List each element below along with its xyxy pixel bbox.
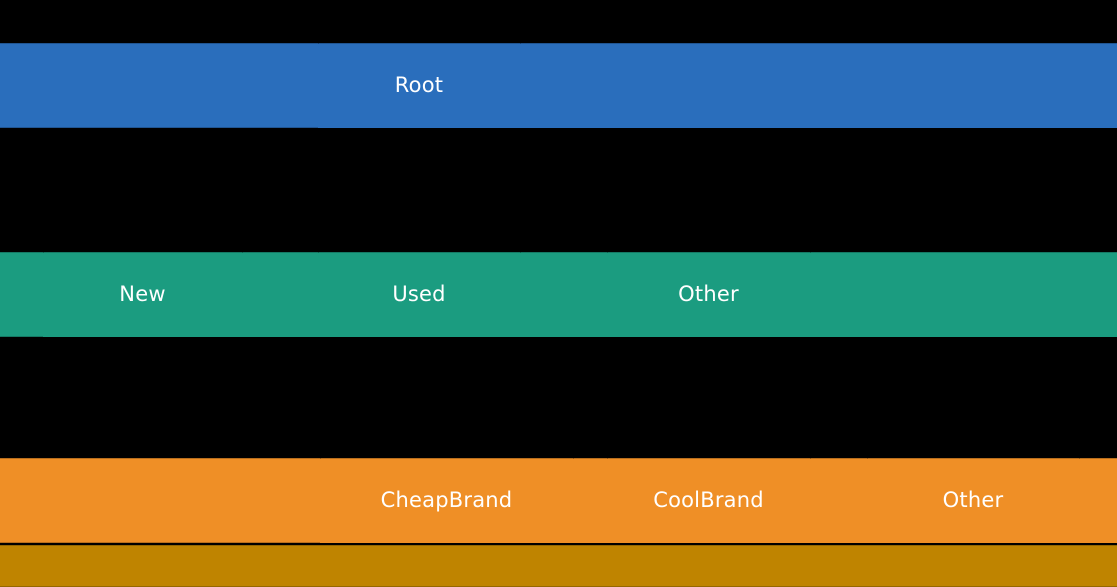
icicle-node-label: Used [392,282,446,306]
icicle-node-other[interactable]: Other [867,458,1079,543]
icicle-node-unlabeled[interactable] [0,43,318,128]
icicle-node-unlabeled[interactable] [520,252,607,337]
icicle-node-label: CoolBrand [653,488,764,512]
icicle-node-unlabeled[interactable] [573,458,607,543]
icicle-node-unlabeled[interactable] [520,43,1117,128]
icicle-node-cheapbrand[interactable]: CheapBrand [320,458,573,543]
icicle-level-1: New Used Other [0,252,1117,337]
icicle-node-unlabeled[interactable] [810,252,1117,337]
icicle-node-unlabeled[interactable] [1079,458,1117,543]
icicle-level-0: Root [0,43,1117,128]
icicle-level-3 [0,545,1117,587]
icicle-node-label: Root [394,73,444,97]
icicle-node-other[interactable]: Other [607,252,810,337]
icicle-node-unlabeled[interactable] [0,252,43,337]
icicle-node-label: CheapBrand [380,488,513,512]
icicle-level-2: CheapBrand CoolBrand Other [0,458,1117,543]
icicle-node-coolbrand[interactable]: CoolBrand [607,458,810,543]
icicle-node-unlabeled[interactable] [242,252,318,337]
icicle-node-unlabeled[interactable] [0,458,320,543]
icicle-node-label: Other [678,282,739,306]
icicle-node-label: New [119,282,166,306]
icicle-node-label: Other [942,488,1004,512]
icicle-node-new[interactable]: New [43,252,242,337]
icicle-node-used[interactable]: Used [318,252,520,337]
icicle-node-root[interactable]: Root [318,43,520,128]
icicle-node-unlabeled[interactable] [0,545,1117,587]
icicle-node-unlabeled[interactable] [810,458,867,543]
